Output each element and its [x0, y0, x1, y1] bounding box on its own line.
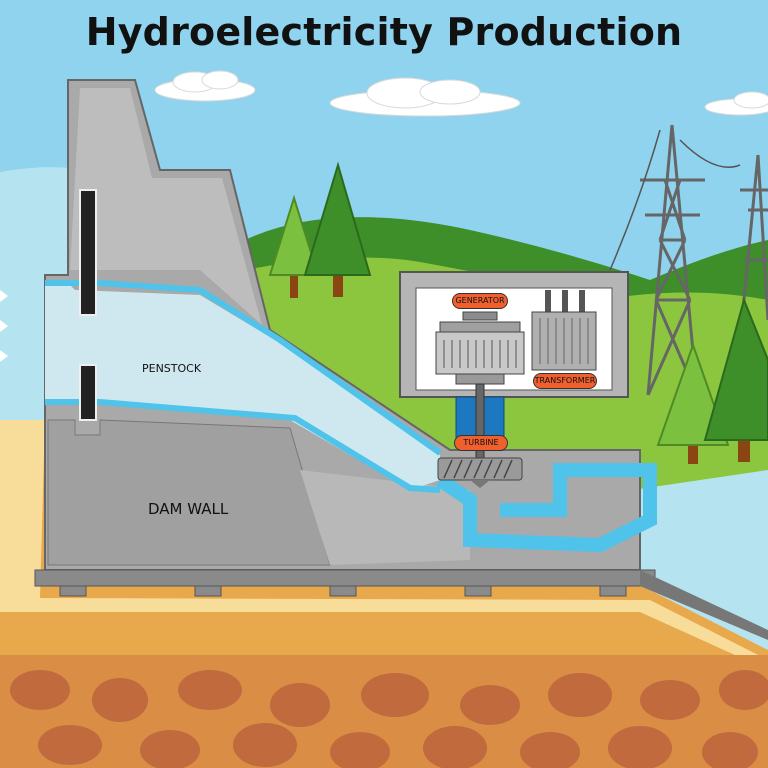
- power-tower-icon: [740, 154, 768, 321]
- wave-arrow-icon: [0, 290, 8, 362]
- outflow-ramp: [640, 570, 768, 640]
- dam-lower-block: [300, 470, 470, 565]
- power-line: [609, 129, 741, 271]
- generator-icon: [435, 311, 525, 385]
- page-title: Hydroelectricity Production: [85, 10, 683, 54]
- outflow-channel: [436, 463, 657, 553]
- cloud-icon: [329, 77, 521, 117]
- generator-label: GENERATOR: [452, 293, 508, 309]
- turbine-icon: [437, 457, 523, 488]
- intake-gate-upper: [79, 189, 97, 316]
- rocks: [10, 670, 768, 768]
- power-tower-icon: [640, 124, 705, 396]
- dam-wall-section: [47, 419, 331, 566]
- tree-icon: [703, 296, 768, 462]
- tree-icon: [303, 161, 372, 297]
- penstock-pipe: [45, 285, 440, 490]
- dam-wall-label: DAM WALL: [148, 500, 229, 518]
- cloud-icon: [704, 91, 768, 116]
- cloud-icon: [154, 70, 256, 102]
- transformer-label: TRANSFORMER: [533, 373, 597, 389]
- intake-gate-lower: [79, 364, 97, 421]
- turbine-label: TURBINE: [454, 435, 508, 451]
- foundation: [34, 569, 656, 587]
- sand: [0, 420, 768, 670]
- foundation-footings: [59, 585, 627, 597]
- tree-icon: [268, 194, 320, 298]
- transformer-icon: [531, 290, 597, 371]
- dam-upper-face: [70, 88, 262, 325]
- penstock-label: PENSTOCK: [142, 362, 202, 375]
